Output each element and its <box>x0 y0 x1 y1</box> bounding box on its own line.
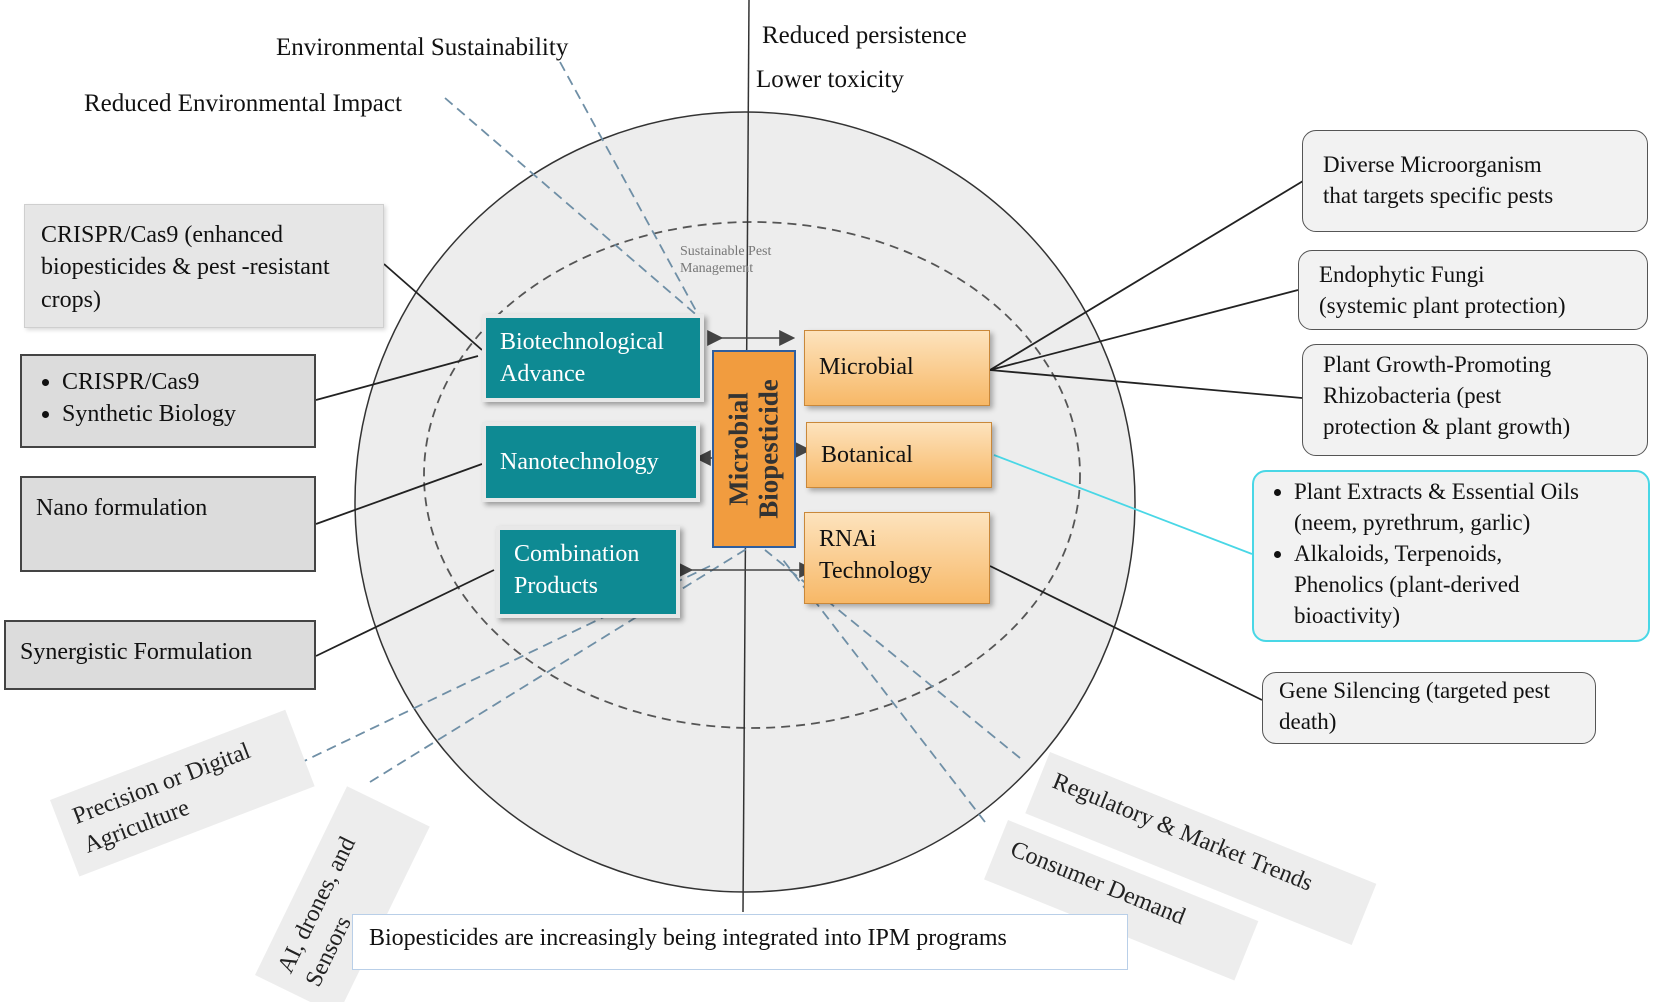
center-line2: Biopesticide <box>753 379 783 519</box>
diverse-line1: Diverse Microorganism <box>1323 152 1542 177</box>
rnai-technology-box: RNAi Technology <box>804 512 990 604</box>
crispr-box-line2: biopesticides & pest -resistant <box>41 254 330 281</box>
endophytic-line1: Endophytic Fungi <box>1319 262 1485 287</box>
bullet-plant-extracts: Plant Extracts & Essential Oils (neem, p… <box>1294 476 1638 538</box>
crispr-box-line1: CRISPR/Cas9 (enhanced <box>41 222 283 248</box>
leader-precision-agriculture <box>297 565 711 765</box>
inner-caption-line2: Management <box>680 260 754 276</box>
nano-formulation-box: Nano formulation <box>20 476 316 572</box>
microbial-biopesticide-label: Microbial Biopesticide <box>723 379 783 519</box>
connector-botanical-bullets <box>993 454 1253 555</box>
leader-reduced-environmental-impact <box>444 97 701 319</box>
microbial-biopesticide-box <box>712 350 796 548</box>
connector-microbial-diverse <box>989 177 1309 371</box>
leader-ai-drones <box>369 547 749 783</box>
diverse-microorganism-box: Diverse Microorganism that targets speci… <box>1302 130 1648 232</box>
bullet-crispr: CRISPR/Cas9 <box>62 366 300 398</box>
synergistic-formulation-box: Synergistic Formulation <box>4 620 316 690</box>
pgpr-line3: protection & plant growth) <box>1323 414 1571 440</box>
center-line1: Microbial <box>723 392 754 506</box>
biotech-bullet-list: CRISPR/Cas9 Synthetic Biology <box>36 366 300 431</box>
botanical-details-box: Plant Extracts & Essential Oils (neem, p… <box>1252 470 1650 642</box>
bullet-alkaloids: Alkaloids, Terpenoids, Phenolics (plant-… <box>1294 538 1638 631</box>
crispr-box-line3: crops) <box>41 286 101 313</box>
gene-silencing-line1: Gene Silencing (targeted pest <box>1279 678 1551 703</box>
ipm-caption-text: Biopesticides are increasingly being int… <box>369 925 1007 951</box>
biotech-bullets-box: CRISPR/Cas9 Synthetic Biology <box>20 354 316 448</box>
plant-extracts-line2: (neem, pyrethrum, garlic) <box>1294 510 1531 536</box>
crispr-enhanced-box: CRISPR/Cas9 (enhanced biopesticides & pe… <box>24 204 384 328</box>
alkaloids-line3: bioactivity) <box>1294 603 1401 629</box>
inner-dashed-ellipse <box>423 221 1081 729</box>
combination-products-box: Combination Products <box>496 526 680 618</box>
botanical-box: Botanical <box>806 422 992 488</box>
connector-microbial-pgpr <box>989 369 1303 399</box>
microbial-box: Microbial <box>804 330 990 406</box>
inner-caption: Sustainable Pest Management <box>680 244 771 278</box>
botanical-bullet-list: Plant Extracts & Essential Oils (neem, p… <box>1268 476 1638 631</box>
alkaloids-line2: Phenolics (plant-derived <box>1294 572 1520 598</box>
biotech-line1: Biotechnological <box>500 329 664 355</box>
biotech-line2: Advance <box>500 361 586 388</box>
pgpr-box: Plant Growth-Promoting Rhizobacteria (pe… <box>1302 344 1648 456</box>
nanotechnology-box: Nanotechnology <box>482 422 700 502</box>
plant-extracts-line1: Plant Extracts & Essential Oils <box>1294 479 1579 504</box>
connector-nano-formulation <box>315 463 483 525</box>
connector-microbial-endophytic <box>989 289 1299 371</box>
inner-caption-line1: Sustainable Pest <box>680 244 772 259</box>
gene-silencing-line2: death) <box>1279 709 1337 735</box>
label-environmental-sustainability: Environmental Sustainability <box>276 34 569 61</box>
connector-crispr-biotech <box>383 263 483 351</box>
connector-rnai-gene <box>989 565 1263 701</box>
synergistic-text: Synergistic Formulation <box>20 639 253 665</box>
connector-bullets-biotech <box>315 355 479 401</box>
label-reduced-persistence: Reduced persistence <box>762 22 967 49</box>
pgpr-line2: Rhizobacteria (pest <box>1323 383 1502 409</box>
microbial-text: Microbial <box>819 354 914 380</box>
bullet-synthetic-biology: Synthetic Biology <box>62 398 300 430</box>
ipm-integration-caption: Biopesticides are increasingly being int… <box>352 914 1128 970</box>
diverse-line2: that targets specific pests <box>1323 183 1554 209</box>
botanical-text: Botanical <box>821 442 913 468</box>
combination-line1: Combination <box>514 541 640 567</box>
endophytic-line2: (systemic plant protection) <box>1319 293 1566 319</box>
biotechnological-advance-box: Biotechnological Advance <box>482 314 704 402</box>
connector-synergistic <box>315 569 495 657</box>
label-reduced-environmental-impact: Reduced Environmental Impact <box>84 90 402 117</box>
nano-text: Nanotechnology <box>500 449 659 475</box>
pgpr-line1: Plant Growth-Promoting <box>1323 352 1552 377</box>
alkaloids-line1: Alkaloids, Terpenoids, <box>1294 541 1503 567</box>
endophytic-fungi-box: Endophytic Fungi (systemic plant protect… <box>1298 250 1648 330</box>
rnai-line2: Technology <box>819 558 932 585</box>
rnai-line1: RNAi <box>819 526 877 552</box>
nano-formulation-text: Nano formulation <box>36 495 208 521</box>
leader-environmental-sustainability <box>559 61 701 319</box>
combination-line2: Products <box>514 573 598 600</box>
label-lower-toxicity: Lower toxicity <box>756 66 904 93</box>
gene-silencing-box: Gene Silencing (targeted pest death) <box>1262 672 1596 744</box>
